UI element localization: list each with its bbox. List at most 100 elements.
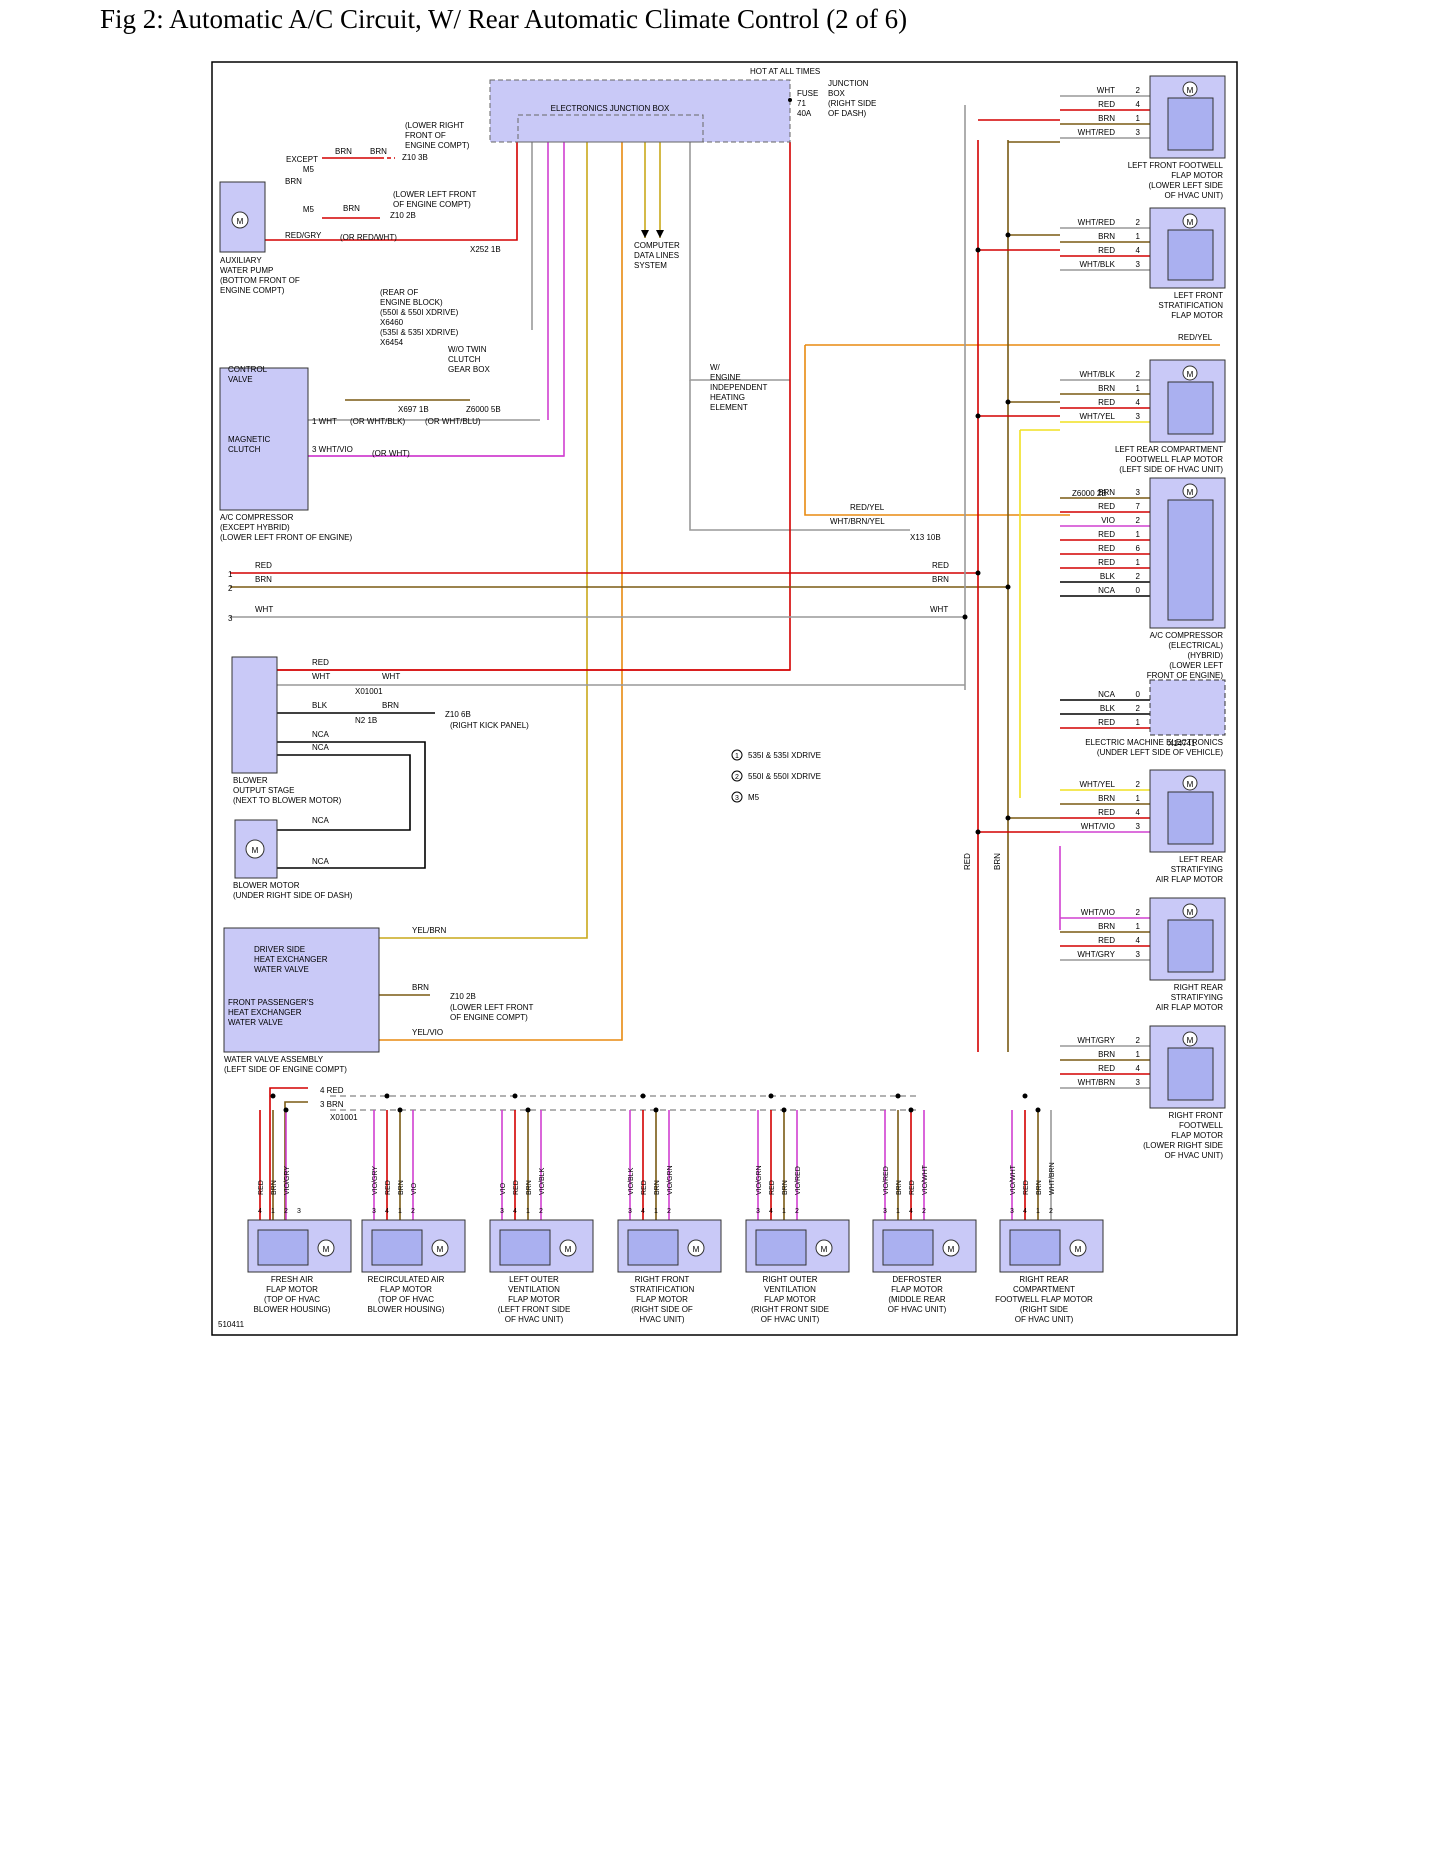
bottom-wire-color: VIO — [411, 1182, 418, 1195]
bottom-flap-motor-inner — [257, 1229, 309, 1266]
bottom-motor-label: VENTILATION — [764, 1285, 816, 1294]
blower-motor-label: BLOWER MOTOR — [233, 881, 300, 890]
magnetic-clutch-label: MAGNETIC — [228, 435, 270, 444]
right-pin-num: 1 — [1136, 1050, 1141, 1059]
splice-dot — [1022, 1093, 1028, 1099]
or-wht-blu: (OR WHT/BLU) — [425, 417, 481, 426]
bottom-motor-label: FLAP MOTOR — [764, 1295, 816, 1304]
right-component-label: STRATIFICATION — [1158, 301, 1223, 310]
bottom-pin-num: 4 — [385, 1208, 389, 1215]
x13-10b: X13 10B — [910, 533, 941, 542]
bottom-motor-label: (LEFT FRONT SIDE — [498, 1305, 571, 1314]
control-valve-label: CONTROL — [228, 365, 268, 374]
right-component-label: (UNDER LEFT SIDE OF VEHICLE) — [1097, 748, 1223, 757]
right-component-label: LEFT REAR COMPARTMENT — [1115, 445, 1223, 454]
wire-wht-brn-yel-2 — [689, 380, 910, 531]
computer-data-lines: SYSTEM — [634, 261, 667, 270]
right-pin-color: RED — [1098, 398, 1115, 407]
right-pin-color: RED — [1098, 558, 1115, 567]
rear-of-engine-block: (535I & 535I XDRIVE) — [380, 328, 459, 337]
bottom-wire-color: RED — [641, 1180, 648, 1195]
bottom-wire-color: RED — [1023, 1180, 1030, 1195]
bottom-motor-label: OF HVAC UNIT) — [1015, 1315, 1074, 1324]
brn-label: BRN — [343, 204, 360, 213]
bottom-pin-num: 3 — [756, 1208, 760, 1215]
red-yel-label: RED/YEL — [850, 503, 885, 512]
right-pin-num: 2 — [1136, 908, 1141, 917]
bottom-pin-num: 4 — [258, 1208, 262, 1215]
magnetic-clutch-label: CLUTCH — [228, 445, 261, 454]
right-pin-num: 1 — [1136, 718, 1141, 727]
right-component-label: STRATIFYING — [1171, 993, 1223, 1002]
fuse-label: 40A — [797, 109, 812, 118]
splice-dot — [975, 413, 981, 419]
engine-independent-heating: W/ — [710, 363, 721, 372]
right-component-label: A/C COMPRESSOR — [1150, 631, 1224, 640]
right-pin-num: 2 — [1136, 1036, 1141, 1045]
right-component-label: FRONT OF ENGINE) — [1147, 671, 1224, 680]
bottom-pin-num: 1 — [654, 1208, 658, 1215]
right-pin-color: WHT/YEL — [1079, 780, 1115, 789]
bottom-flap-motor-inner — [755, 1229, 807, 1266]
bottom-wire-color: BRN — [1036, 1180, 1043, 1195]
right-pin-color: WHT/YEL — [1079, 412, 1115, 421]
right-pin-num: 0 — [1136, 690, 1141, 699]
splice-dot — [1005, 399, 1011, 405]
bottom-wire-color: VIO/BLK — [628, 1167, 635, 1195]
right-pin-num: 4 — [1136, 808, 1141, 817]
junction-box-desc: JUNCTION — [828, 79, 869, 88]
bottom-motor-label: (TOP OF HVAC — [378, 1295, 434, 1304]
bottom-wire-color: VIO/RED — [795, 1166, 802, 1195]
bottom-motor-icon — [317, 1239, 335, 1257]
z10-2b: Z10 2B — [390, 211, 416, 220]
ac-compressor-label: A/C COMPRESSOR — [220, 513, 294, 522]
motor-glyph: M — [948, 1245, 955, 1254]
right-pin-color: WHT/GRY — [1077, 1036, 1115, 1045]
red-yel-right: RED/YEL — [1178, 333, 1213, 342]
bottom-wire-color: BRN — [526, 1180, 533, 1195]
wire-nca-loop — [277, 741, 426, 869]
right-component-label: OF HVAC UNIT) — [1164, 1151, 1223, 1160]
motor-glyph: M — [1187, 218, 1194, 227]
legend-label: 550I & 550I XDRIVE — [748, 772, 821, 781]
bottom-motor-label: RIGHT REAR — [1019, 1275, 1068, 1284]
bottom-motor-label: COMPARTMENT — [1013, 1285, 1075, 1294]
nca-label: NCA — [312, 857, 330, 866]
legend-label: M5 — [748, 793, 760, 802]
bottom-motor-label: RIGHT FRONT — [635, 1275, 690, 1284]
aux-pump-label: WATER PUMP — [220, 266, 273, 275]
splice-dot — [384, 1093, 390, 1099]
ac-compressor-label: (LOWER LEFT FRONT OF ENGINE) — [220, 533, 352, 542]
bus-brn-label: BRN — [993, 853, 1002, 870]
right-pin-num: 7 — [1136, 502, 1141, 511]
right-pin-color: WHT/RED — [1078, 218, 1116, 227]
rear-of-engine-block: X6454 — [380, 338, 404, 347]
right-pin-color: BLK — [1100, 704, 1116, 713]
aux-pump-motor-icon — [231, 211, 249, 229]
right-pin-num: 6 — [1136, 544, 1141, 553]
motor-glyph: M — [693, 1245, 700, 1254]
right-component-label: LEFT FRONT FOOTWELL — [1128, 161, 1224, 170]
water-valve-label: (LEFT SIDE OF ENGINE COMPT) — [224, 1065, 347, 1074]
brn-label: BRN — [255, 575, 272, 584]
passenger-valve-label: WATER VALVE — [228, 1018, 283, 1027]
wires-layer — [230, 95, 1220, 1220]
splice-dot — [1035, 1107, 1041, 1113]
fuse-label: 71 — [797, 99, 806, 108]
or-wht: (OR WHT) — [372, 449, 410, 458]
bottom-motor-icon — [942, 1239, 960, 1257]
bottom-wire-color: BRN — [896, 1180, 903, 1195]
rear-of-engine-block: (550I & 550I XDRIVE) — [380, 308, 459, 317]
bottom-motor-label: FLAP MOTOR — [380, 1285, 432, 1294]
bottom-wire-color: VIO/WHT — [1010, 1164, 1017, 1195]
brn-label: BRN — [370, 147, 387, 156]
bottom-pin-num: 3 — [500, 1208, 504, 1215]
bottom-motor-label: FRESH AIR — [271, 1275, 313, 1284]
splice-dot — [1005, 815, 1011, 821]
bottom-motor-icon — [1069, 1239, 1087, 1257]
bottom-motor-icon — [559, 1239, 577, 1257]
bottom-motor-icon — [687, 1239, 705, 1257]
splice-dot — [1005, 584, 1011, 590]
